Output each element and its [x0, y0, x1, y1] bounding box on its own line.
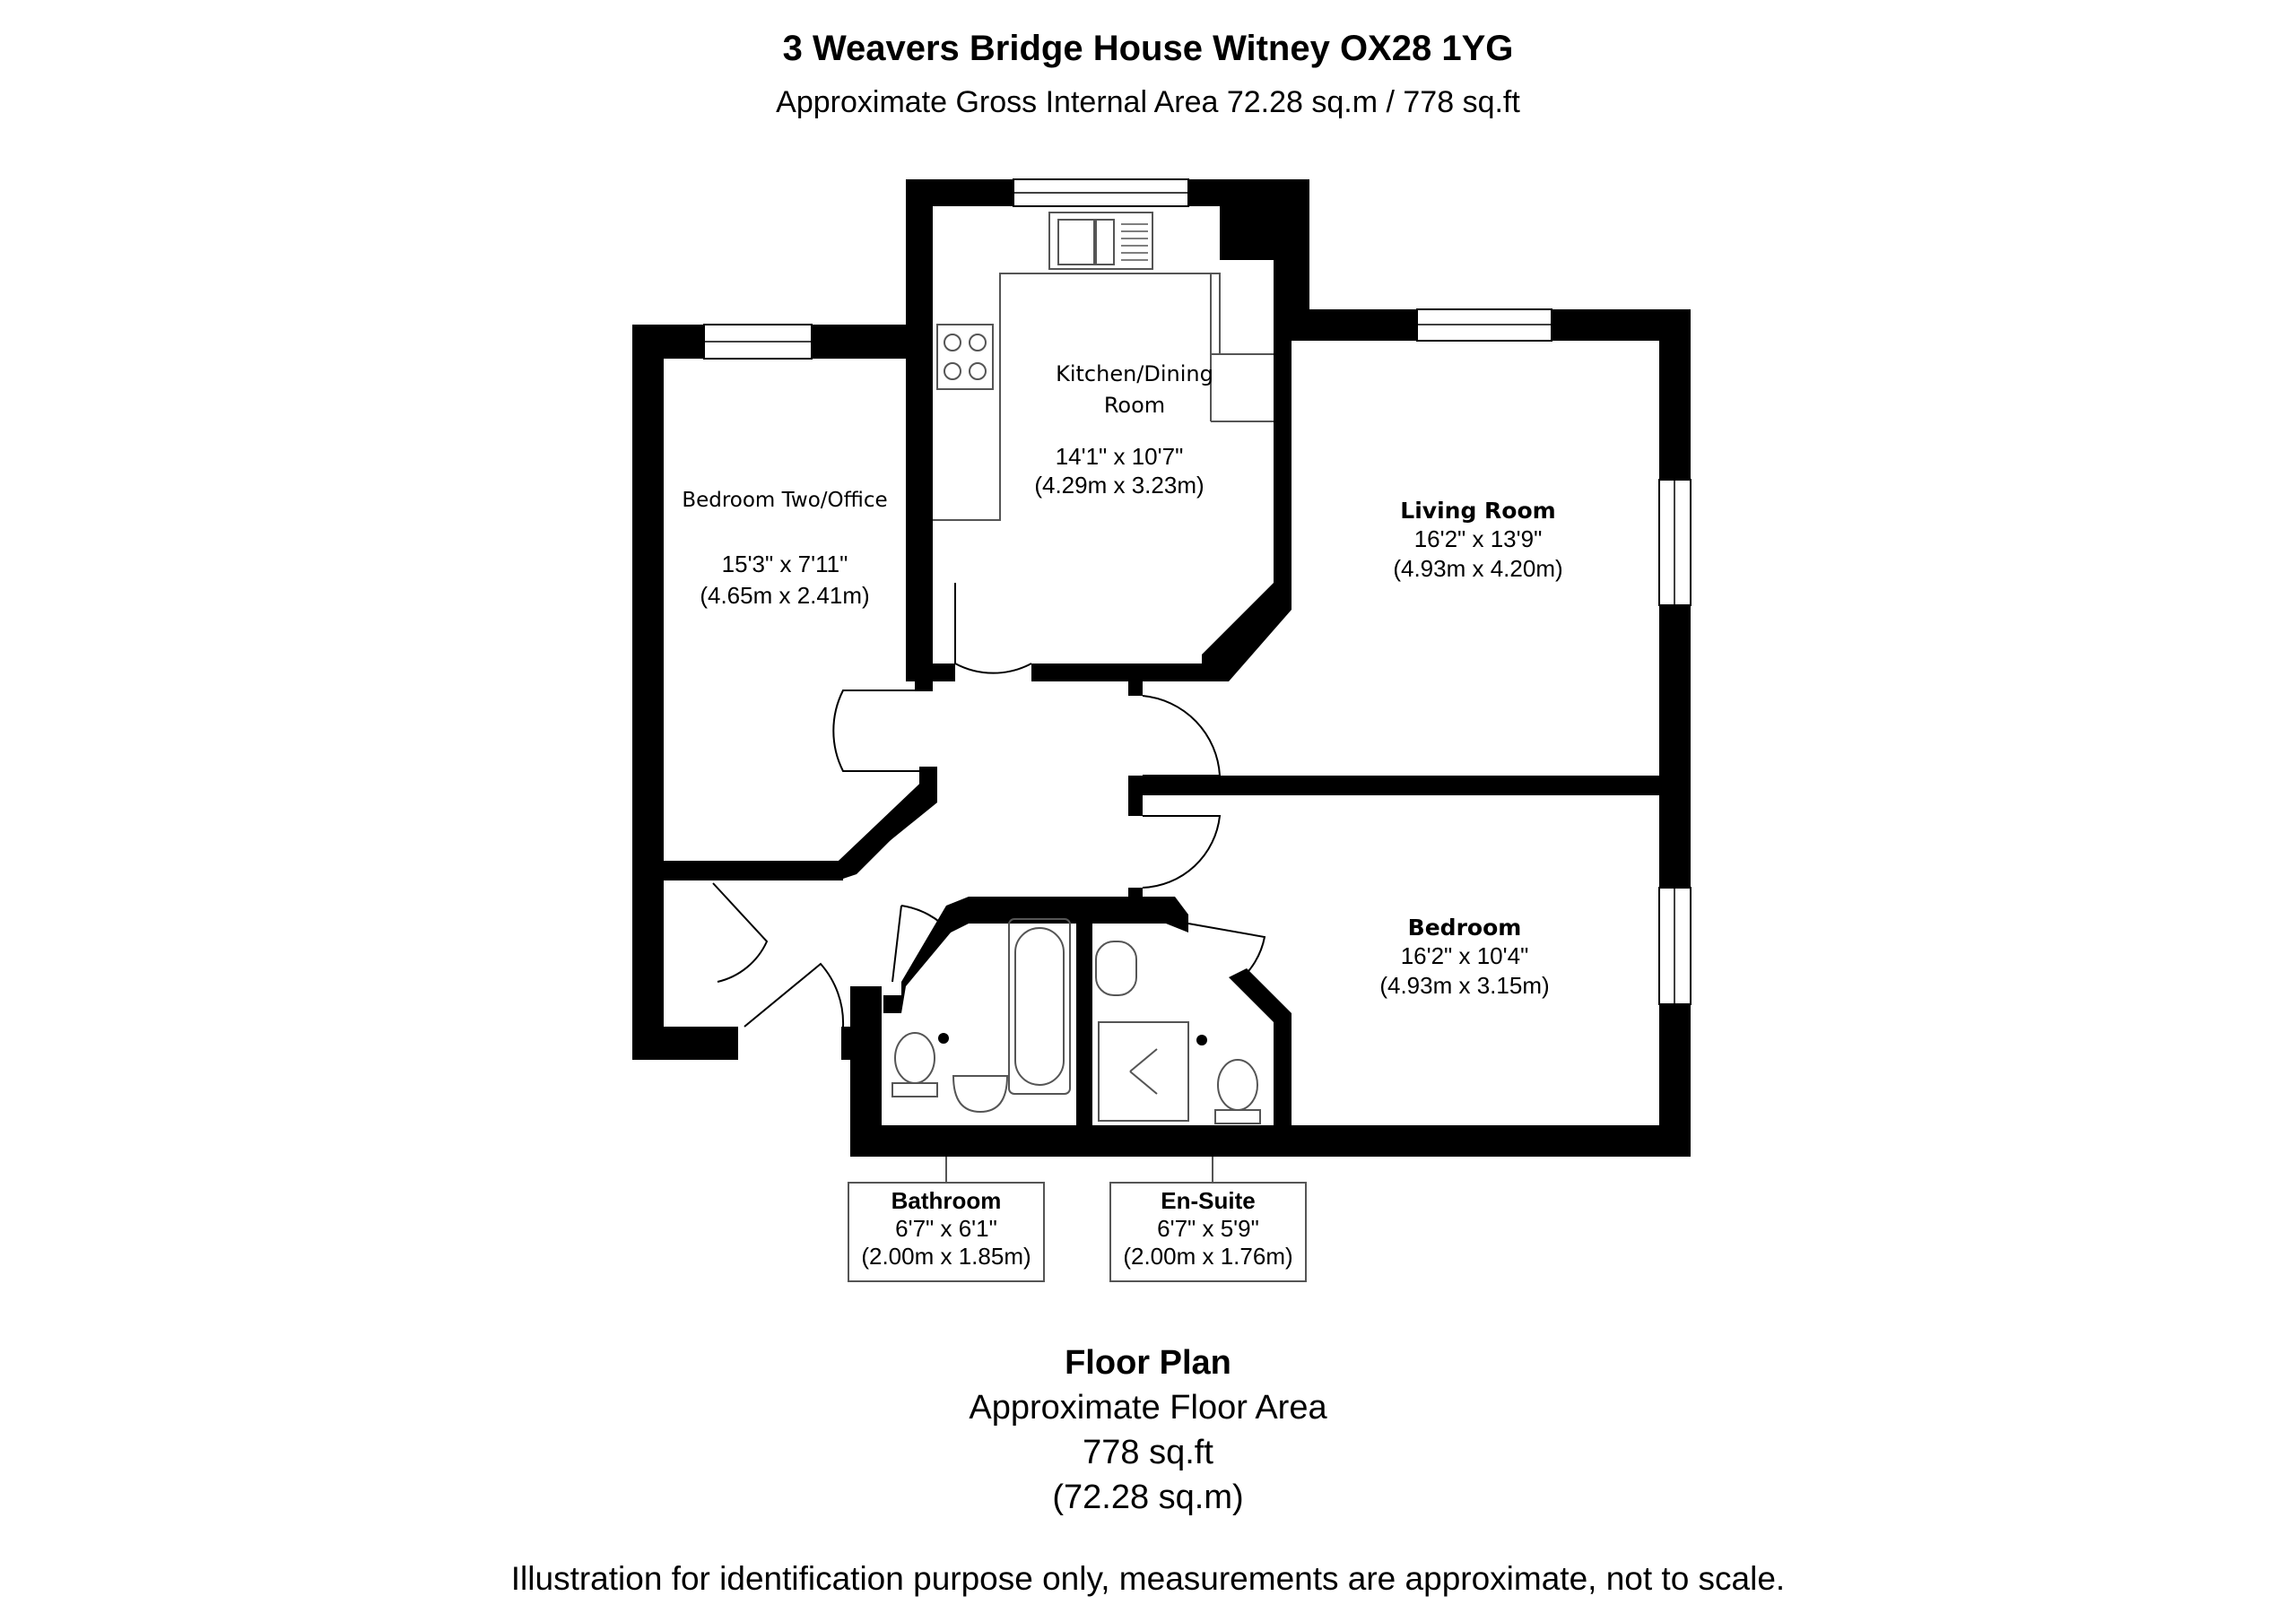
- window-lines: [704, 192, 1675, 1004]
- kitchen-left-wall: [906, 179, 933, 681]
- bathtub: [1008, 918, 1071, 1095]
- ensuite-door-swing: [1187, 923, 1266, 983]
- light-points: [938, 1033, 1207, 1045]
- kitchen-name-line2: Room: [1104, 393, 1165, 418]
- floor-plan-heading: Floor Plan: [1065, 1344, 1231, 1382]
- hob: [936, 324, 994, 390]
- hall-jamb-lower: [1128, 776, 1143, 816]
- bathroom-imperial: 6'7" x 6'1": [895, 1215, 997, 1242]
- living-room-metric: (4.93m x 4.20m): [1393, 555, 1562, 582]
- door-swings: [712, 583, 1266, 1028]
- sink-bowl-2: [1095, 219, 1115, 265]
- room-labels: Kitchen/Dining Room 14'1" x 10'7" (4.29m…: [682, 361, 1562, 999]
- ensuite-name: En-Suite: [1161, 1187, 1256, 1214]
- ensuite-metric: (2.00m x 1.76m): [1123, 1243, 1293, 1270]
- bedroom-two-top-wall-right: [812, 325, 933, 359]
- plan-title: 3 Weavers Bridge House Witney OX28 1YG: [782, 29, 1514, 68]
- bathroom-door-swing: [891, 905, 952, 983]
- bedroom-two-metric: (4.65m x 2.41m): [700, 582, 869, 609]
- bathroom-left-wall: [850, 986, 882, 1157]
- bathroom-label-box: Bathroom 6'7" x 6'1" (2.00m x 1.85m): [848, 1182, 1045, 1282]
- bedroom-name: Bedroom: [1408, 915, 1522, 941]
- bedroom-two-top-wall-left: [632, 325, 704, 359]
- bathroom-top-wall: [883, 897, 1188, 1013]
- entrance-door-swing: [744, 962, 845, 1028]
- cupboard-door-swing: [712, 882, 769, 983]
- plan-subtitle: Approximate Gross Internal Area 72.28 sq…: [776, 85, 1520, 119]
- bathroom-name: Bathroom: [891, 1187, 1002, 1214]
- living-top-wall-left: [1274, 309, 1417, 341]
- cupboard-top-wall: [664, 861, 843, 880]
- kitchen-fittings: [933, 212, 1274, 521]
- walls: [632, 179, 1691, 1157]
- ensuite-label-box: En-Suite 6'7" x 5'9" (2.00m x 1.76m): [1109, 1182, 1307, 1282]
- ensuite-imperial: 6'7" x 5'9": [1157, 1215, 1259, 1242]
- bedroom-two-name: Bedroom Two/Office: [682, 489, 887, 512]
- kitchen-right-upper-wall: [1274, 179, 1309, 327]
- kitchen-door-swing: [954, 583, 1032, 674]
- bottom-wall: [850, 1125, 1691, 1157]
- bedroom-door-swing: [1142, 815, 1222, 889]
- kitchen-bottom-wall: [1031, 664, 1202, 681]
- kitchen-angled-wall: [1202, 327, 1292, 681]
- cupboard-bottom-wall: [632, 1027, 738, 1060]
- ensuite-toilet-cistern: [1214, 1109, 1261, 1124]
- ensuite-toilet: [1217, 1059, 1258, 1111]
- ensuite-basin: [1095, 941, 1137, 996]
- bathroom-fittings: [891, 918, 1261, 1124]
- kitchen-door-jamb: [933, 664, 955, 681]
- living-room-imperial: 16'2" x 13'9": [1414, 525, 1543, 552]
- living-right-wall-lower: [1659, 605, 1691, 888]
- leader-lines: [945, 1157, 1213, 1184]
- floor-area-sqft: 778 sq.ft: [1083, 1434, 1213, 1471]
- kitchen-top-wall-left: [906, 179, 1013, 206]
- kitchen-name-line1: Kitchen/Dining: [1056, 361, 1213, 386]
- bathroom-toilet-cistern: [891, 1082, 938, 1097]
- bathroom-toilet: [894, 1032, 935, 1084]
- kitchen-sink: [1048, 212, 1153, 270]
- bedroom-two-angled-wall: [839, 767, 937, 879]
- living-door-swing: [1142, 695, 1222, 776]
- bath-ensuite-divider: [1076, 906, 1092, 1130]
- kitchen-metric: (4.29m x 3.23m): [1034, 472, 1204, 499]
- bedroom-two-door-swing: [832, 690, 933, 772]
- bedroom-metric: (4.93m x 3.15m): [1379, 972, 1549, 999]
- living-room-name: Living Room: [1400, 498, 1555, 524]
- kitchen-imperial: 14'1" x 10'7": [1056, 443, 1184, 470]
- bedroom-imperial: 16'2" x 10'4": [1401, 942, 1529, 969]
- floor-area-label: Approximate Floor Area: [969, 1389, 1327, 1427]
- bedroom-two-left-wall: [632, 325, 664, 1060]
- bathroom-metric: (2.00m x 1.85m): [861, 1243, 1031, 1270]
- shower-tray: [1098, 1021, 1189, 1122]
- living-right-wall-upper: [1659, 309, 1691, 480]
- hall-jamb-small: [915, 681, 933, 690]
- hall-jamb-bottom: [1128, 888, 1143, 906]
- hall-jamb-upper: [1128, 681, 1143, 696]
- bathtub-inner: [1014, 927, 1065, 1086]
- disclaimer-text: Illustration for identification purpose …: [510, 1560, 1786, 1597]
- bathroom-basin: [952, 1075, 1009, 1114]
- living-bedroom-divider: [1139, 776, 1691, 795]
- bedroom-left-wall: [1274, 1022, 1292, 1130]
- floor-area-sqm: (72.28 sq.m): [1052, 1479, 1244, 1516]
- bedroom-two-imperial: 15'3" x 7'11": [722, 551, 848, 577]
- sink-drainer-lines: [1121, 223, 1148, 261]
- sink-bowl-1: [1057, 219, 1095, 265]
- floor-area-summary: Floor Plan Approximate Floor Area 778 sq…: [0, 1340, 2296, 1520]
